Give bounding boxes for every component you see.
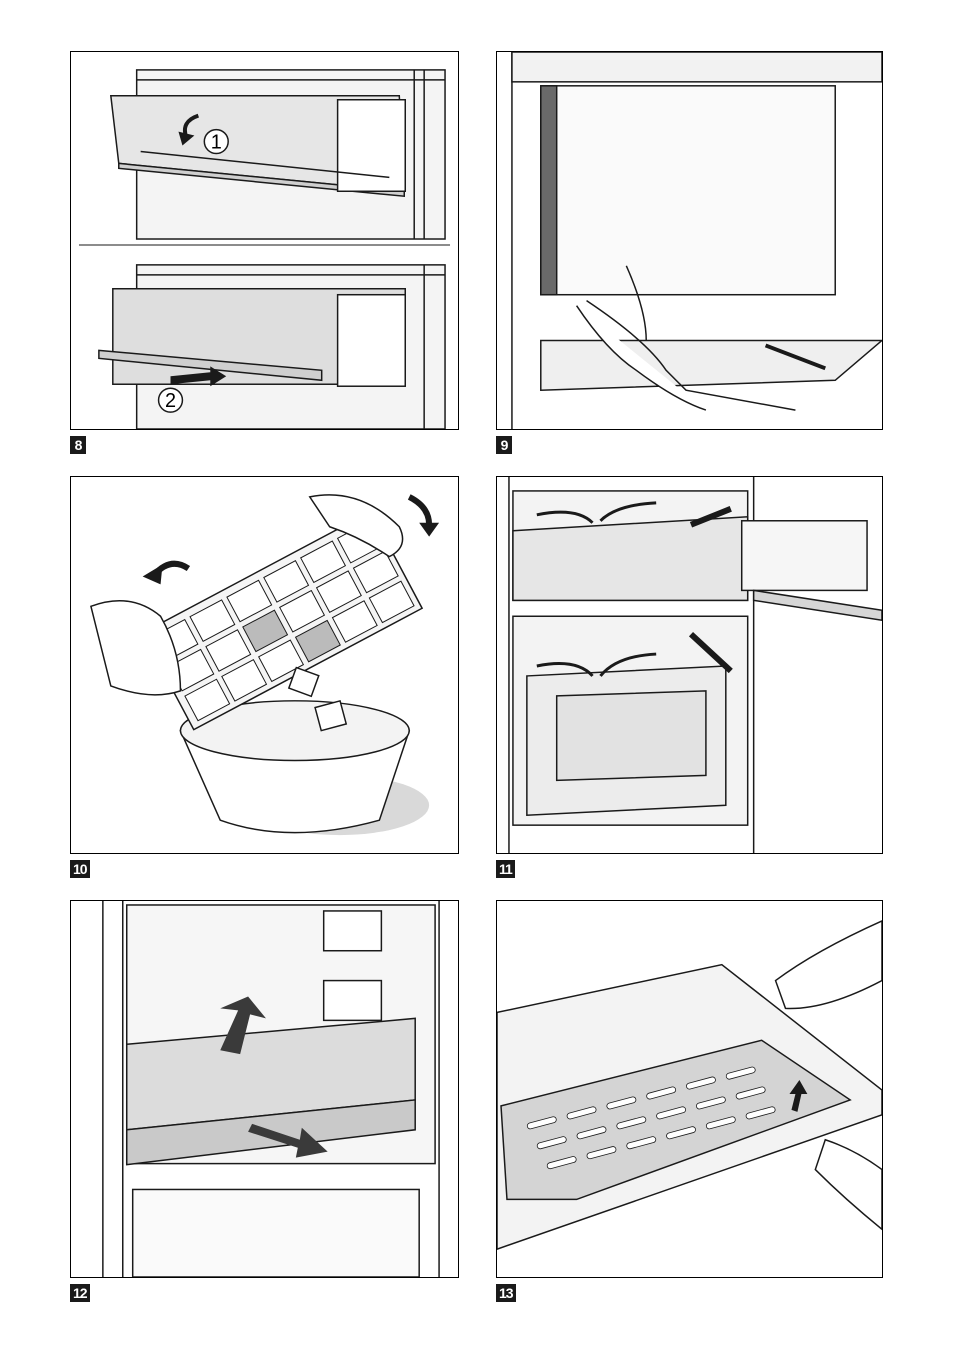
figure-8-number: 8 bbox=[70, 436, 86, 454]
figure-11-illustration bbox=[497, 477, 882, 853]
figure-10-panel bbox=[70, 476, 459, 854]
figure-10-illustration bbox=[71, 477, 458, 853]
figure-10-number: 10 bbox=[70, 860, 90, 878]
figure-9-illustration bbox=[497, 52, 882, 429]
step-2-label: 2 bbox=[165, 390, 176, 412]
step-1-label: 1 bbox=[211, 131, 222, 153]
figure-9-panel bbox=[496, 51, 883, 430]
figure-11-panel bbox=[496, 476, 883, 854]
figure-12-illustration bbox=[71, 901, 458, 1277]
figure-12-panel bbox=[70, 900, 459, 1278]
figure-9-number: 9 bbox=[496, 436, 512, 454]
figure-13-panel bbox=[496, 900, 883, 1278]
figure-11-number: 11 bbox=[496, 860, 515, 878]
figure-8-panel: 1 2 bbox=[70, 51, 459, 430]
figure-12-number: 12 bbox=[70, 1284, 90, 1302]
figure-8-illustration: 1 2 bbox=[71, 52, 458, 429]
figure-13-number: 13 bbox=[496, 1284, 516, 1302]
figure-13-illustration bbox=[497, 901, 882, 1277]
